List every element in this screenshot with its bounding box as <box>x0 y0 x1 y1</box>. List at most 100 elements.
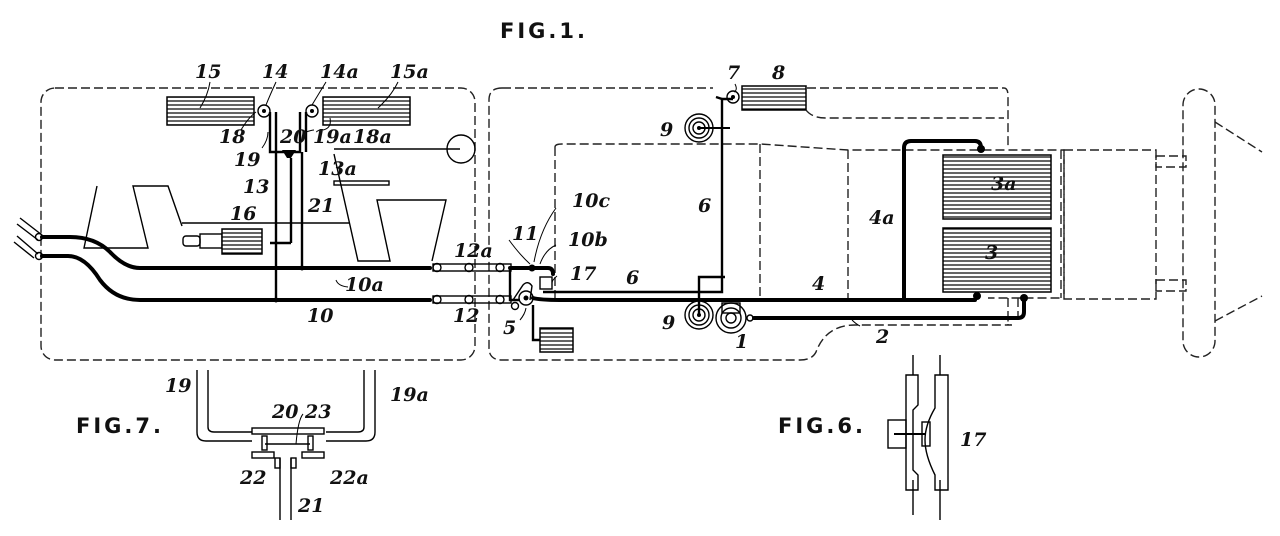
tractor-cab-outline <box>502 87 1009 147</box>
label-17: 17 <box>570 263 596 285</box>
valve-17-disc <box>921 421 931 447</box>
label-15: 15 <box>195 61 221 83</box>
fig7-label-20: 20 <box>271 401 298 423</box>
brake-linkage <box>83 153 447 262</box>
pipe-19-section <box>196 370 252 442</box>
label-19a: 19a <box>313 126 352 148</box>
pipe-10b <box>508 266 555 276</box>
connector-12a <box>432 262 512 273</box>
trailer-outline <box>40 87 476 361</box>
fig6-label-17: 17 <box>960 429 986 451</box>
figure-1-title: FIG.1. <box>500 19 588 43</box>
pipe-21-section <box>279 458 292 520</box>
valve-17-body-right <box>924 374 949 491</box>
label-18a: 18a <box>353 126 392 148</box>
hose-couplings-left <box>13 217 43 259</box>
connector-12 <box>432 294 512 305</box>
reservoir-15a <box>322 96 411 126</box>
chassis-outline <box>554 143 1065 300</box>
brake-unit-3 <box>942 227 1052 293</box>
valve-14-center <box>262 109 266 113</box>
fig7-label-19a: 19a <box>390 384 429 406</box>
label-4a: 4a <box>869 207 895 229</box>
label-6-vertical: 6 <box>698 195 711 217</box>
seat-22 <box>251 451 275 459</box>
label-3: 3 <box>985 242 998 264</box>
figure-7-title: FIG.7. <box>76 414 164 438</box>
valve-20 <box>282 150 296 158</box>
collar-right <box>290 457 297 469</box>
check-valve-17 <box>539 276 553 290</box>
valve-14 <box>257 104 271 118</box>
label-13a: 13a <box>318 158 357 180</box>
label-10a: 10a <box>345 274 384 296</box>
label-10b: 10b <box>568 229 608 251</box>
disc-left <box>261 435 268 451</box>
valve-20-body <box>251 427 325 435</box>
label-2: 2 <box>875 326 889 348</box>
coupling-10 <box>34 251 44 261</box>
disc-right <box>307 435 314 451</box>
coil-9-bottom <box>684 275 725 330</box>
figure-6-title: FIG.6. <box>778 414 866 438</box>
cylinder-16-neck <box>199 233 223 249</box>
gauge-circle <box>446 134 476 164</box>
pipe-to-pedal <box>531 305 540 342</box>
fitting-3a <box>977 145 985 153</box>
seat-22a <box>301 451 325 459</box>
label-5: 5 <box>503 317 516 339</box>
reservoir-8 <box>741 85 807 111</box>
radiator-outline <box>1063 149 1157 300</box>
reservoir-15 <box>166 96 255 126</box>
coupling-10a <box>34 232 44 242</box>
label-18: 18 <box>219 126 245 148</box>
front-wheel-outline <box>1182 88 1216 358</box>
fig7-label-19: 19 <box>165 375 191 397</box>
axle-stub-bottom <box>1155 279 1187 292</box>
valve-14a-center <box>310 109 314 113</box>
pipe-4a <box>902 139 983 302</box>
label-13: 13 <box>243 176 269 198</box>
pipe-11 <box>508 268 520 302</box>
fig7-label-23: 23 <box>304 401 331 423</box>
frame-end <box>1007 298 1019 325</box>
cab-floor-line <box>805 109 1004 119</box>
label-6-horizontal: 6 <box>626 267 639 289</box>
pipe-10a <box>40 235 432 270</box>
valve-7-center <box>731 95 735 99</box>
label-12: 12 <box>453 305 479 327</box>
label-11: 11 <box>512 223 538 245</box>
fig7-label-21: 21 <box>297 495 324 517</box>
leader-lines <box>199 81 861 327</box>
pipe-ends <box>912 355 941 520</box>
figure-6: FIG.6. 17 <box>778 355 986 520</box>
brake-unit-3a <box>942 154 1052 220</box>
label-16: 16 <box>230 203 256 225</box>
steer-line-bottom <box>1214 295 1263 322</box>
label-20: 20 <box>279 126 306 148</box>
label-14a: 14a <box>320 61 359 83</box>
pipe-4 <box>531 296 977 302</box>
brake-valve-5 <box>510 282 534 311</box>
pipe-10 <box>40 254 432 302</box>
pipe-19a-section <box>326 370 376 442</box>
label-15a: 15a <box>390 61 429 83</box>
fitting-3 <box>973 292 981 300</box>
figure-7: FIG.7. 19 19a 20 23 22 22a 21 <box>76 370 429 520</box>
leader-23 <box>295 413 304 445</box>
brake-cylinder-16 <box>221 228 263 255</box>
axle-stub-top <box>1155 155 1187 168</box>
pipe-2 <box>752 296 1026 320</box>
label-12a: 12a <box>454 240 493 262</box>
tractor-body-outline <box>488 87 1013 361</box>
label-4: 4 <box>812 273 825 295</box>
label-21: 21 <box>307 195 334 217</box>
fig7-label-22: 22 <box>239 467 266 489</box>
figure-1: FIG.1. <box>13 19 1263 361</box>
compressor-1 <box>715 302 754 334</box>
valve-17-body-left <box>905 374 919 491</box>
label-10c: 10c <box>572 190 610 212</box>
collar-left <box>274 457 281 469</box>
brake-pedal-pad <box>539 327 574 353</box>
